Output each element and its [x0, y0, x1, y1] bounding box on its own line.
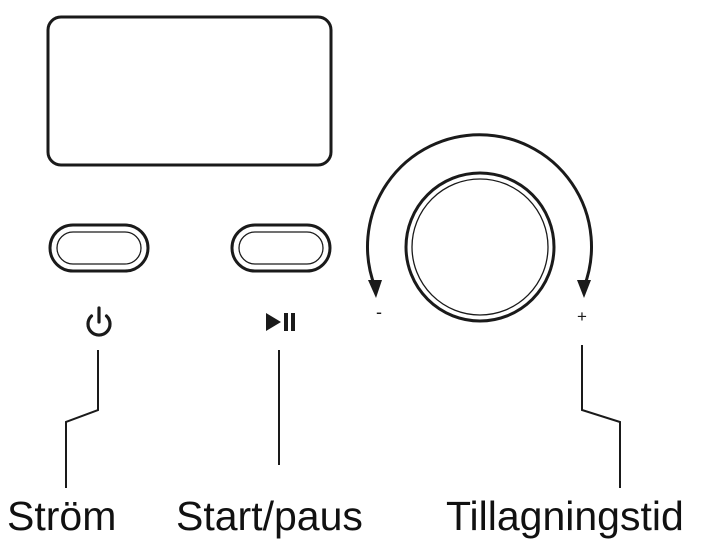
power-label: Ström	[7, 493, 117, 539]
power-button[interactable]	[48, 223, 150, 273]
knob-plus-label: +	[577, 307, 587, 326]
start-pause-label: Start/paus	[176, 493, 363, 539]
cook-time-label: Tillagningstid	[446, 493, 684, 539]
leader-line-time	[581, 345, 621, 488]
power-icon	[86, 306, 112, 337]
time-knob[interactable]	[404, 171, 556, 323]
leader-line-power	[65, 350, 99, 488]
play-pause-icon	[266, 313, 295, 331]
display-screen	[46, 15, 333, 167]
knob-direction-arc	[366, 133, 593, 298]
knob-minus-label: -	[376, 302, 382, 322]
start-pause-button[interactable]	[230, 223, 332, 273]
